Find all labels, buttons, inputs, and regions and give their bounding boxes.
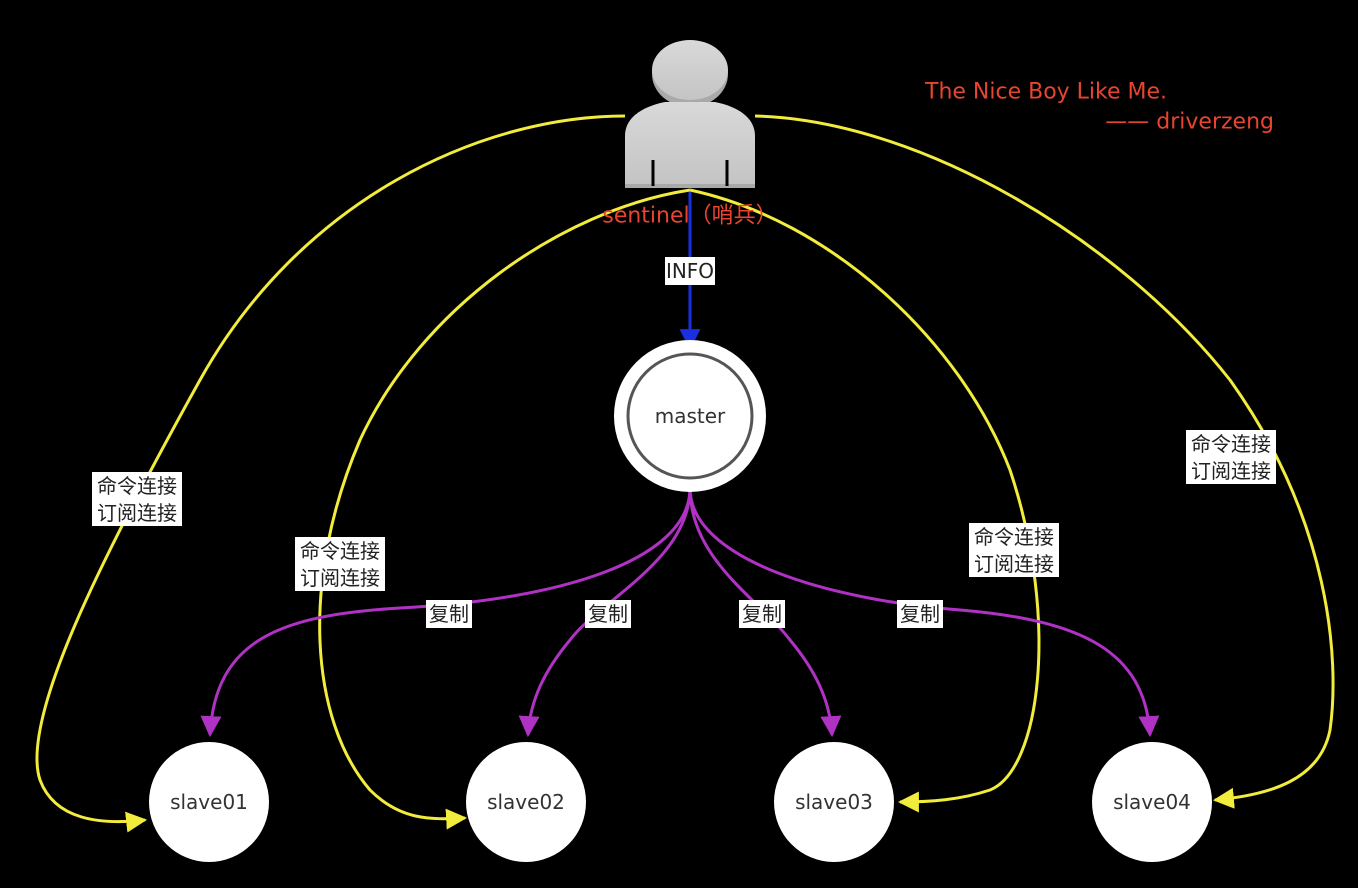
svg-text:命令连接: 命令连接 bbox=[1191, 432, 1271, 456]
svg-text:INFO: INFO bbox=[666, 259, 714, 283]
replicate-label-04: 复制 bbox=[897, 600, 943, 628]
svg-text:订阅连接: 订阅连接 bbox=[97, 501, 177, 525]
svg-text:复制: 复制 bbox=[429, 602, 469, 626]
sentinel-label: sentinel（哨兵） bbox=[602, 204, 777, 229]
edge-master-slave01 bbox=[200, 487, 692, 738]
edge-sentinel-slave04 bbox=[754, 114, 1335, 809]
slave-node-04[interactable]: slave04 bbox=[1092, 742, 1212, 862]
replicate-label-03: 复制 bbox=[739, 600, 785, 628]
replicate-label-01: 复制 bbox=[426, 600, 472, 628]
svg-text:命令连接: 命令连接 bbox=[974, 525, 1054, 549]
edge-sentinel-slave02 bbox=[318, 188, 691, 830]
quote-line2: —— driverzeng bbox=[1105, 110, 1274, 135]
slave-label: slave03 bbox=[795, 790, 873, 814]
master-node[interactable]: master bbox=[614, 340, 766, 492]
slave-node-02[interactable]: slave02 bbox=[466, 742, 586, 862]
svg-text:复制: 复制 bbox=[588, 602, 628, 626]
svg-text:命令连接: 命令连接 bbox=[97, 474, 177, 498]
slave-label: slave01 bbox=[170, 790, 248, 814]
master-label: master bbox=[655, 404, 726, 428]
connection-label-01: 命令连接 订阅连接 bbox=[92, 472, 182, 526]
edge-sentinel-slave03 bbox=[689, 188, 1041, 813]
connection-label-04: 命令连接 订阅连接 bbox=[1186, 430, 1276, 484]
replicate-label-02: 复制 bbox=[585, 600, 631, 628]
slave-label: slave02 bbox=[487, 790, 565, 814]
svg-text:订阅连接: 订阅连接 bbox=[1191, 459, 1271, 483]
sentinel-person-icon bbox=[625, 40, 755, 188]
master-slave-edges bbox=[200, 487, 1160, 738]
info-edge-label: INFO bbox=[665, 257, 715, 285]
svg-text:复制: 复制 bbox=[900, 602, 940, 626]
svg-text:订阅连接: 订阅连接 bbox=[974, 552, 1054, 576]
edge-master-slave03 bbox=[688, 487, 842, 738]
svg-text:订阅连接: 订阅连接 bbox=[300, 566, 380, 590]
slave-label: slave04 bbox=[1113, 790, 1191, 814]
svg-text:命令连接: 命令连接 bbox=[300, 539, 380, 563]
svg-text:复制: 复制 bbox=[742, 602, 782, 626]
connection-label-03: 命令连接 订阅连接 bbox=[969, 523, 1059, 577]
connection-label-02: 命令连接 订阅连接 bbox=[295, 537, 385, 591]
slave-node-01[interactable]: slave01 bbox=[149, 742, 269, 862]
slave-node-03[interactable]: slave03 bbox=[774, 742, 894, 862]
edge-master-slave04 bbox=[688, 487, 1160, 738]
quote-line1: The Nice Boy Like Me. bbox=[924, 80, 1167, 105]
edge-master-slave02 bbox=[518, 487, 692, 738]
